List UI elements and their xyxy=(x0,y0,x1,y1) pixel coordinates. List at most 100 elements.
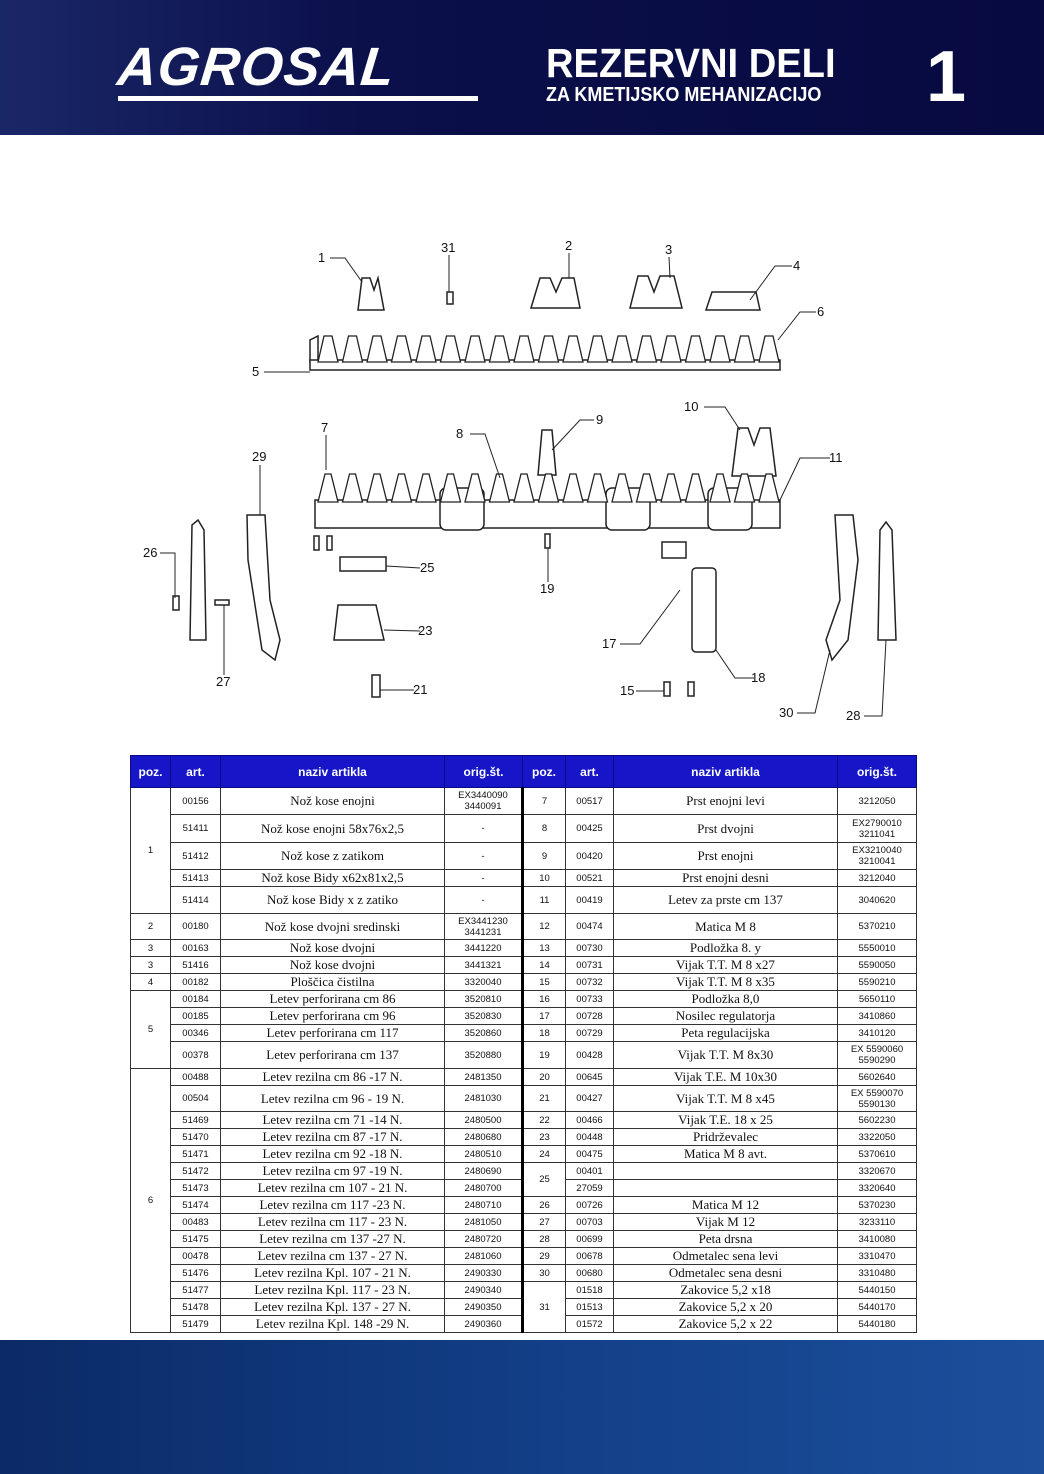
brand-logo: AGROSAL xyxy=(114,37,399,97)
article-name-cell: Letev perforirana cm 117 xyxy=(220,1024,445,1042)
original-number-cell: 3410120 xyxy=(837,1024,917,1042)
original-number: 2480700 xyxy=(464,1182,502,1194)
original-number-cell: 2490360 xyxy=(444,1315,523,1333)
article-number-cell: 00466 xyxy=(565,1111,614,1129)
guard-finger xyxy=(635,473,658,503)
article-number-cell: 00448 xyxy=(565,1128,614,1146)
knife-section xyxy=(733,335,756,363)
original-number-cell: 2481050 xyxy=(444,1213,523,1231)
article-number-cell: 01572 xyxy=(565,1315,614,1333)
article-number-cell: 51414 xyxy=(170,886,221,914)
original-number: 3520880 xyxy=(464,1049,502,1061)
original-number-cell: 5590210 xyxy=(837,973,917,991)
guard-finger xyxy=(390,473,413,503)
article-number-cell: 00504 xyxy=(170,1085,221,1112)
article-name-cell: Letev perforirana cm 86 xyxy=(220,990,445,1008)
original-number: 5590050 xyxy=(858,959,896,971)
article-number-cell: 00488 xyxy=(170,1068,221,1086)
article-number-cell: 51472 xyxy=(170,1162,221,1180)
position-cell: 26 xyxy=(521,1196,566,1214)
original-number-cell: 3310480 xyxy=(837,1264,917,1282)
article-name-cell: Nož kose dvojni xyxy=(220,956,445,974)
article-name-cell: Letev rezilna cm 117 -23 N. xyxy=(220,1196,445,1214)
original-number-cell: 5602640 xyxy=(837,1068,917,1086)
catalog-subtitle: ZA KMETIJSKO MEHANIZACIJO xyxy=(546,84,822,106)
logo-underline xyxy=(118,96,478,101)
original-number: 3441220 xyxy=(464,942,502,954)
callout-label: 25 xyxy=(420,560,434,575)
original-number-cell: 2490340 xyxy=(444,1281,523,1299)
position-cell: 23 xyxy=(521,1128,566,1146)
position-cell: 29 xyxy=(521,1247,566,1265)
position-cell: 1 xyxy=(130,787,171,914)
callout-label: 27 xyxy=(216,674,230,689)
article-number-cell: 00185 xyxy=(170,1007,221,1025)
callout-label: 1 xyxy=(318,250,325,265)
article-number-cell: 00427 xyxy=(565,1085,614,1112)
article-name-cell: Vijak T.T. M 8 x27 xyxy=(613,956,838,974)
original-number: 2480510 xyxy=(464,1148,502,1160)
article-number-cell: 27059 xyxy=(565,1179,614,1197)
knife-section xyxy=(366,335,388,363)
article-name-cell: Nož kose Bidy x z zatiko xyxy=(220,886,445,914)
original-number-cell: - xyxy=(444,886,523,914)
article-name-cell: Letev rezilna cm 92 -18 N. xyxy=(220,1145,445,1163)
article-number-cell: 00733 xyxy=(565,990,614,1008)
article-name-cell: Letev rezilna cm 87 -17 N. xyxy=(220,1128,445,1146)
article-number-cell: 00475 xyxy=(565,1145,614,1163)
article-name-cell: Nož kose enojni xyxy=(220,787,445,815)
original-number-cell: 2490330 xyxy=(444,1264,523,1282)
article-name-cell: Ploščica čistilna xyxy=(220,973,445,991)
position-cell: 22 xyxy=(521,1111,566,1129)
guard-finger xyxy=(733,473,756,503)
original-number: 2490350 xyxy=(464,1301,502,1313)
callout-label: 8 xyxy=(456,426,463,441)
original-number: 5370610 xyxy=(858,1148,896,1160)
position-cell: 2 xyxy=(130,913,171,940)
article-number-cell: 00645 xyxy=(565,1068,614,1086)
article-number-cell: 00428 xyxy=(565,1041,614,1069)
original-number: 2480500 xyxy=(464,1114,502,1126)
catalog-title: REZERVNI DELI xyxy=(546,40,836,86)
original-number: 3322050 xyxy=(858,1131,896,1143)
knife-section xyxy=(341,335,364,363)
article-number-cell: 00732 xyxy=(565,973,614,991)
col-header-name: naziv artikla xyxy=(613,755,838,788)
original-number: - xyxy=(481,894,485,906)
article-number-cell: 51477 xyxy=(170,1281,221,1299)
knife-section xyxy=(684,335,707,363)
article-number-cell: 51413 xyxy=(170,869,221,887)
original-number-cell: 5440180 xyxy=(837,1315,917,1333)
original-number-cell: 3233110 xyxy=(837,1213,917,1231)
position-cell: 5 xyxy=(130,990,171,1069)
col-header-name: naziv artikla xyxy=(220,755,445,788)
original-number: - xyxy=(481,823,485,834)
position-cell: 16 xyxy=(521,990,566,1008)
article-name-cell: Matica M 8 avt. xyxy=(613,1145,838,1163)
position-cell: 13 xyxy=(521,939,566,957)
article-number-cell: 51479 xyxy=(170,1315,221,1333)
callout-label: 18 xyxy=(751,670,765,685)
article-name-cell: Letev rezilna Kpl. 137 - 27 N. xyxy=(220,1298,445,1316)
position-cell: 6 xyxy=(130,1068,171,1333)
article-name-cell: Letev za prste cm 137 xyxy=(613,886,838,914)
guard-finger xyxy=(439,473,462,503)
callout-label: 21 xyxy=(413,682,427,697)
position-cell: 3 xyxy=(130,939,171,957)
callout-label: 3 xyxy=(665,242,672,257)
original-number-cell: 5602230 xyxy=(837,1111,917,1129)
knife-section xyxy=(390,335,413,363)
original-number: 5590290 xyxy=(858,1055,896,1066)
article-number-cell: 00182 xyxy=(170,973,221,991)
callout-label: 19 xyxy=(540,581,554,596)
callout-label: 29 xyxy=(252,449,266,464)
original-number: 5650110 xyxy=(858,993,896,1005)
